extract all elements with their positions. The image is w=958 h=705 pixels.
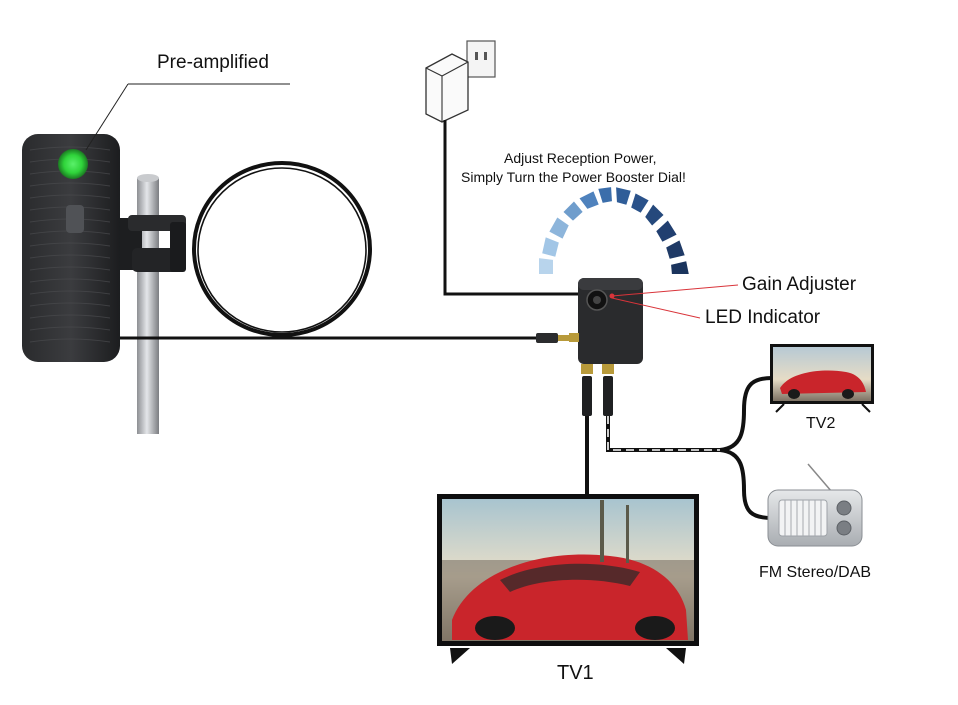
- power-adapter: [425, 40, 585, 296]
- fm-radio: [767, 463, 863, 547]
- gain-adjuster-label: Gain Adjuster: [742, 274, 857, 295]
- gain-led-callouts: [611, 284, 739, 319]
- power-arc: [537, 184, 692, 276]
- output-cables: [582, 376, 773, 520]
- pre-amplified-label: Pre-amplified: [157, 52, 269, 73]
- adjust-instruction-line2: Simply Turn the Power Booster Dial!: [461, 169, 686, 185]
- tv1: [437, 494, 699, 664]
- adjust-instruction-line1: Adjust Reception Power,: [504, 150, 657, 166]
- tv2-label: TV2: [806, 415, 836, 432]
- led-indicator-label: LED Indicator: [705, 307, 821, 328]
- antenna-cable: [120, 333, 578, 343]
- tv1-label: TV1: [557, 662, 594, 684]
- mast-pole: [137, 174, 159, 434]
- coiled-cable: [192, 161, 372, 337]
- pre-amp-led: [58, 149, 88, 179]
- pre-amplified-callout: [85, 83, 290, 151]
- tv2: [770, 344, 874, 413]
- amplifier-box: [569, 278, 643, 374]
- fm-radio-label: FM Stereo/DAB: [759, 564, 872, 581]
- antenna-unit: [22, 134, 120, 362]
